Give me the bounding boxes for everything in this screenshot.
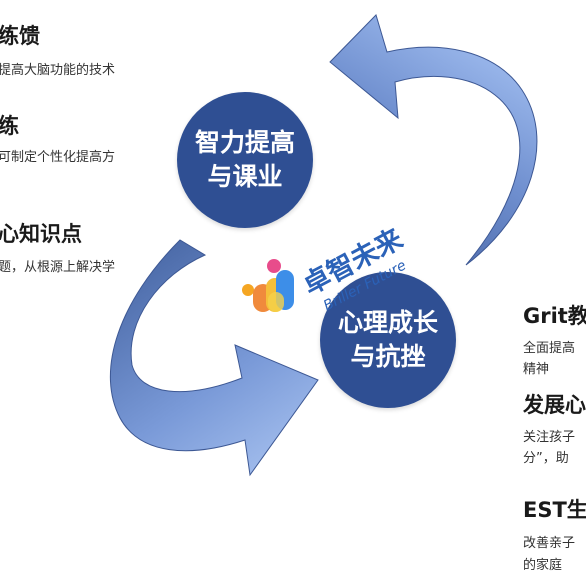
brand-logo: 卓智未来 Briller Future	[242, 223, 409, 314]
arrow-top	[329, 14, 538, 266]
circle-intelligence: 智力提高 与课业	[177, 92, 313, 228]
right-item1-desc1: 全面提高	[523, 341, 576, 356]
right-item2-desc1: 关注孩子	[523, 430, 576, 445]
logo-mark-icon	[242, 259, 294, 312]
right-item2-title: 发展心	[523, 393, 586, 417]
right-item1-desc2: 精神	[523, 362, 550, 377]
circle-psychology-line1: 心理成长	[337, 308, 438, 337]
circle-psychology-line2: 与抗挫	[350, 342, 426, 371]
right-item3-title: EST生	[523, 498, 586, 522]
arrow-bottom	[109, 239, 319, 477]
left-item1-desc: 提高大脑功能的技术	[0, 63, 116, 78]
left-item3-title: 心知识点	[0, 222, 82, 246]
right-item2-desc2: 分”，助	[523, 451, 569, 466]
right-item3-desc1: 改善亲子	[523, 536, 576, 551]
left-item1-title: 练馈	[0, 24, 40, 48]
left-item2-desc: 可制定个性化提高方	[0, 150, 116, 165]
circle-intelligence-line1: 智力提高	[194, 128, 295, 157]
left-item2-title: 练	[0, 114, 19, 138]
right-item3-desc2: 的家庭	[523, 558, 563, 573]
right-item1-title: Grit教	[523, 304, 586, 328]
circle-psychology: 心理成长 与抗挫	[320, 272, 456, 408]
left-item3-desc: 题，从根源上解决学	[0, 260, 116, 275]
circle-intelligence-line2: 与课业	[207, 162, 283, 191]
